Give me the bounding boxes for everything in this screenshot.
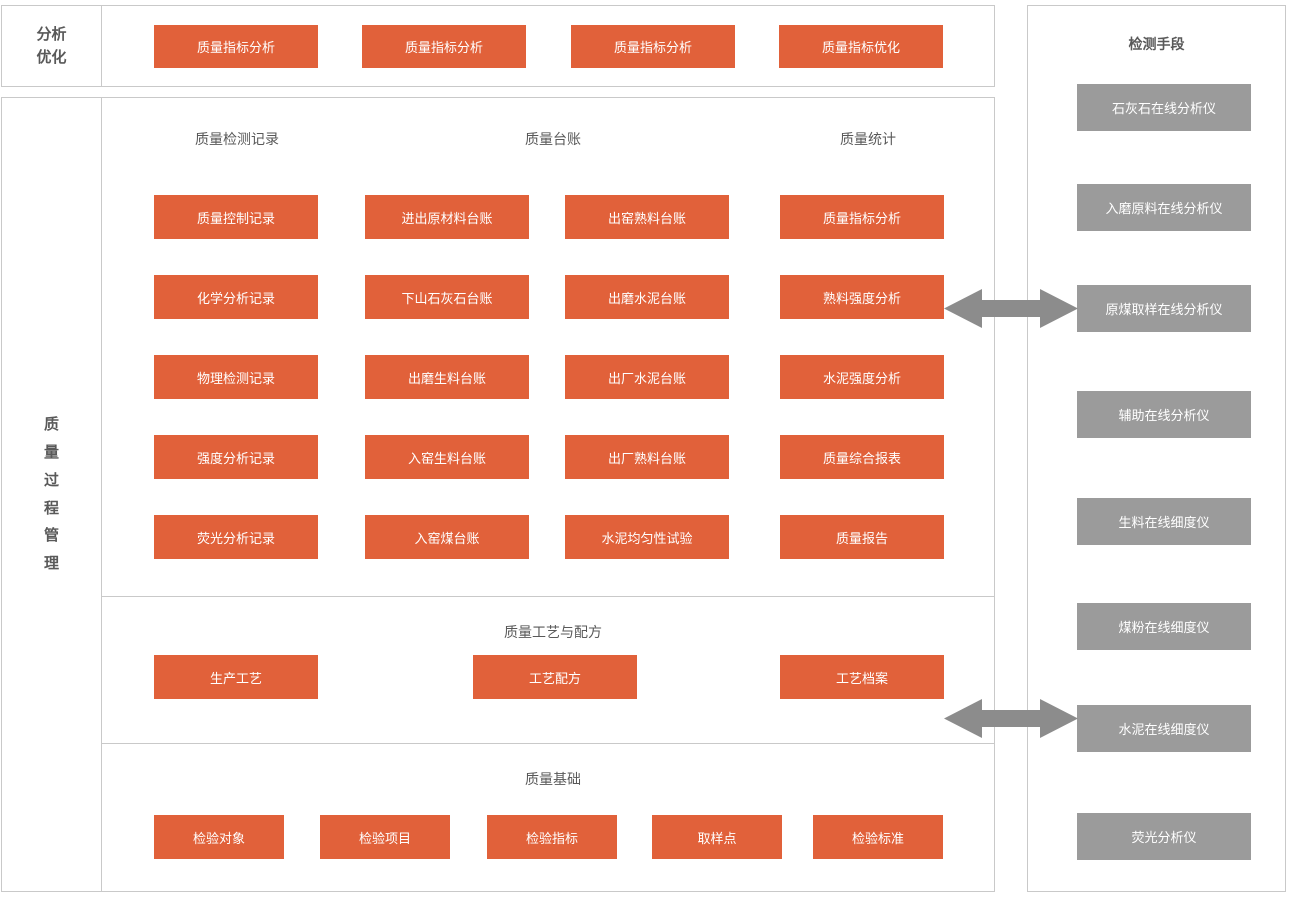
analysis-side-title-line-1: 分析 xyxy=(36,25,67,43)
main-side-title-char-4: 程 xyxy=(43,499,59,517)
analysis-node-4[interactable]: 质量指标优化 xyxy=(779,25,943,68)
detection-node-6[interactable]: 煤粉在线细度仪 xyxy=(1077,603,1251,650)
foundation-node-2[interactable]: 检验项目 xyxy=(320,815,450,859)
ledger-b-node-2[interactable]: 出磨水泥台账 xyxy=(565,275,729,319)
main-side-title-char-5: 管 xyxy=(43,527,59,545)
main-side-title-char-6: 理 xyxy=(43,555,59,572)
analysis-node-1[interactable]: 质量指标分析 xyxy=(154,25,318,68)
analysis-node-2[interactable]: 质量指标分析 xyxy=(362,25,526,68)
foundation-node-5[interactable]: 检验标准 xyxy=(813,815,943,859)
double-arrow-process-to-fineness-meter xyxy=(944,699,1078,738)
records-node-2[interactable]: 化学分析记录 xyxy=(154,275,318,319)
process-formula-node-1[interactable]: 生产工艺 xyxy=(154,655,318,699)
main-side-title-char-2: 量 xyxy=(43,444,59,461)
detection-node-7[interactable]: 水泥在线细度仪 xyxy=(1077,705,1251,752)
ledger-a-node-2[interactable]: 下山石灰石台账 xyxy=(365,275,529,319)
ledger-a-node-5[interactable]: 入窑煤台账 xyxy=(365,515,529,559)
analysis-node-3[interactable]: 质量指标分析 xyxy=(571,25,735,68)
section-heading-inspection-records: 质量检测记录 xyxy=(195,131,279,147)
double-arrow-statistics-to-analyzer xyxy=(944,289,1078,328)
section-heading-quality-ledger: 质量台账 xyxy=(525,131,581,147)
detection-node-4[interactable]: 辅助在线分析仪 xyxy=(1077,391,1251,438)
detection-node-2[interactable]: 入磨原料在线分析仪 xyxy=(1077,184,1251,231)
analysis-panel-side-title: 分析 优化 xyxy=(1,5,102,87)
section-divider-process xyxy=(102,596,995,597)
ledger-b-node-4[interactable]: 出厂熟料台账 xyxy=(565,435,729,479)
detection-panel-title: 检测手段 xyxy=(1128,36,1185,52)
ledger-b-node-3[interactable]: 出厂水泥台账 xyxy=(565,355,729,399)
records-node-5[interactable]: 荧光分析记录 xyxy=(154,515,318,559)
section-divider-foundation xyxy=(102,743,995,744)
detection-node-1[interactable]: 石灰石在线分析仪 xyxy=(1077,84,1251,131)
records-node-4[interactable]: 强度分析记录 xyxy=(154,435,318,479)
records-node-3[interactable]: 物理检测记录 xyxy=(154,355,318,399)
analysis-side-title-line-2: 优化 xyxy=(36,49,67,66)
detection-node-3[interactable]: 原煤取样在线分析仪 xyxy=(1077,285,1251,332)
statistics-node-2[interactable]: 熟料强度分析 xyxy=(780,275,944,319)
main-panel-divider xyxy=(101,97,102,892)
process-formula-node-3[interactable]: 工艺档案 xyxy=(780,655,944,699)
foundation-node-1[interactable]: 检验对象 xyxy=(154,815,284,859)
ledger-b-node-5[interactable]: 水泥均匀性试验 xyxy=(565,515,729,559)
main-side-title-char-3: 过 xyxy=(43,471,59,489)
main-side-title-char-1: 质 xyxy=(43,416,59,434)
records-node-1[interactable]: 质量控制记录 xyxy=(154,195,318,239)
detection-methods-panel xyxy=(1027,5,1286,892)
detection-node-5[interactable]: 生料在线细度仪 xyxy=(1077,498,1251,545)
main-panel-side-title: 质 量 过 程 管 理 xyxy=(1,97,102,892)
process-formula-node-2[interactable]: 工艺配方 xyxy=(473,655,637,699)
statistics-node-3[interactable]: 水泥强度分析 xyxy=(780,355,944,399)
statistics-node-4[interactable]: 质量综合报表 xyxy=(780,435,944,479)
section-heading-quality-foundation: 质量基础 xyxy=(525,771,581,787)
detection-node-8[interactable]: 荧光分析仪 xyxy=(1077,813,1251,860)
foundation-node-4[interactable]: 取样点 xyxy=(652,815,782,859)
section-heading-quality-statistics: 质量统计 xyxy=(840,131,896,147)
foundation-node-3[interactable]: 检验指标 xyxy=(487,815,617,859)
statistics-node-1[interactable]: 质量指标分析 xyxy=(780,195,944,239)
section-heading-process-formula: 质量工艺与配方 xyxy=(504,624,602,640)
ledger-a-node-1[interactable]: 进出原材料台账 xyxy=(365,195,529,239)
analysis-panel-divider xyxy=(101,5,102,87)
ledger-a-node-4[interactable]: 入窑生料台账 xyxy=(365,435,529,479)
ledger-a-node-3[interactable]: 出磨生料台账 xyxy=(365,355,529,399)
ledger-b-node-1[interactable]: 出窑熟料台账 xyxy=(565,195,729,239)
statistics-node-5[interactable]: 质量报告 xyxy=(780,515,944,559)
